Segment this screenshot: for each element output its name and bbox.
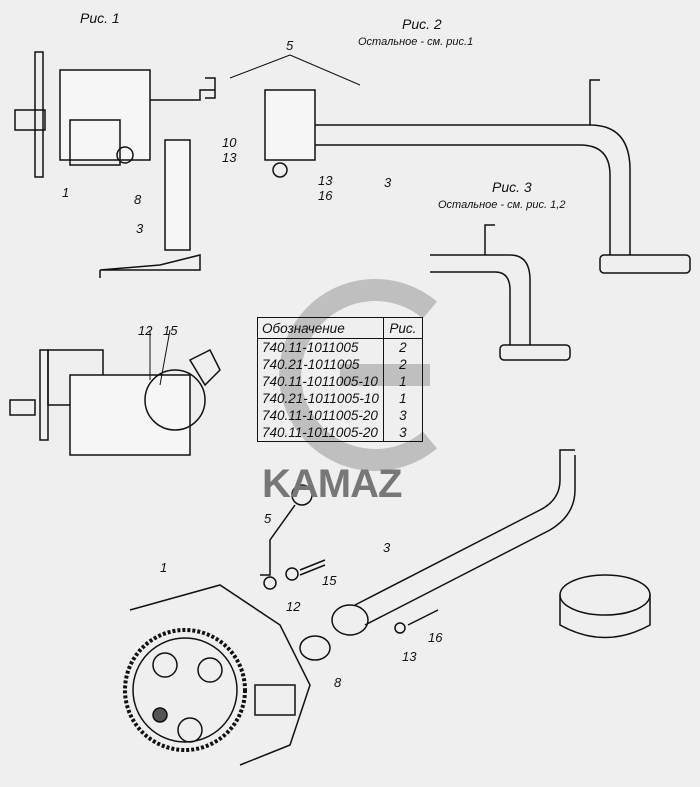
fig2-title: Рис. 2	[402, 16, 442, 32]
callout: 8	[334, 675, 342, 690]
side-view-pump	[9, 348, 221, 456]
fig2-note: Остальное - см. рис.1	[358, 36, 474, 48]
cell-designation: 740.21-1011005	[262, 357, 360, 372]
callout: 16	[428, 630, 443, 645]
cell-figure: 1	[382, 390, 423, 407]
fig2-pump-with-pipe	[205, 77, 691, 274]
designation-table: Обозначение Рис. 740.11-1011005 2 740.21-…	[257, 317, 423, 442]
fig1-pump-assembly	[14, 51, 215, 278]
table-row: 740.11-1011005-20 3	[258, 424, 423, 442]
cell-designation: 740.11-1011005-10	[262, 374, 378, 389]
callout: 12	[286, 599, 301, 614]
callout: 16	[318, 188, 333, 203]
callout: 3	[384, 175, 392, 190]
cell-figure: 2	[382, 356, 423, 373]
callout: 1	[160, 560, 168, 575]
exploded-view	[123, 449, 651, 766]
callout: 13	[318, 173, 333, 188]
callout: 15	[163, 323, 178, 338]
callout: 3	[383, 540, 391, 555]
leader-lines	[149, 54, 361, 386]
callout: 15	[322, 573, 337, 588]
fig1-title: Рис. 1	[80, 10, 120, 26]
cell-designation: 740.11-1011005	[262, 340, 359, 355]
callout: 3	[136, 221, 144, 236]
cell-designation: 740.11-1011005-20	[262, 408, 378, 423]
table-row: 740.11-1011005-10 1	[258, 373, 423, 390]
cell-designation: 740.21-1011005-10	[262, 391, 379, 406]
callout: 13	[402, 649, 417, 664]
callout: 10	[222, 135, 237, 150]
kamaz-watermark-logo: KAMAZ	[262, 462, 402, 506]
fig3-note: Остальное - см. рис. 1,2	[438, 199, 566, 211]
cell-figure: 3	[382, 424, 423, 442]
callout: 13	[222, 150, 237, 165]
cell-figure: 1	[382, 373, 423, 390]
table-row: 740.21-1011005 2	[258, 356, 423, 373]
table-row: 740.11-1011005 2	[258, 338, 423, 356]
fig3-title: Рис. 3	[492, 179, 532, 195]
cell-designation: 740.11-1011005-20	[262, 425, 378, 440]
callout: 5	[286, 38, 294, 53]
table-row: 740.11-1011005-20 3	[258, 407, 423, 424]
fig3-pipe	[430, 224, 571, 361]
callout: 1	[62, 185, 70, 200]
table-header-row: Обозначение Рис.	[257, 317, 423, 339]
callout: 12	[138, 323, 153, 338]
callout: 8	[134, 192, 142, 207]
cell-figure: 2	[382, 338, 423, 356]
cell-figure: 3	[382, 407, 423, 424]
header-designation: Обозначение	[257, 317, 384, 339]
callout: 5	[264, 511, 272, 526]
header-figure: Рис.	[382, 317, 423, 339]
